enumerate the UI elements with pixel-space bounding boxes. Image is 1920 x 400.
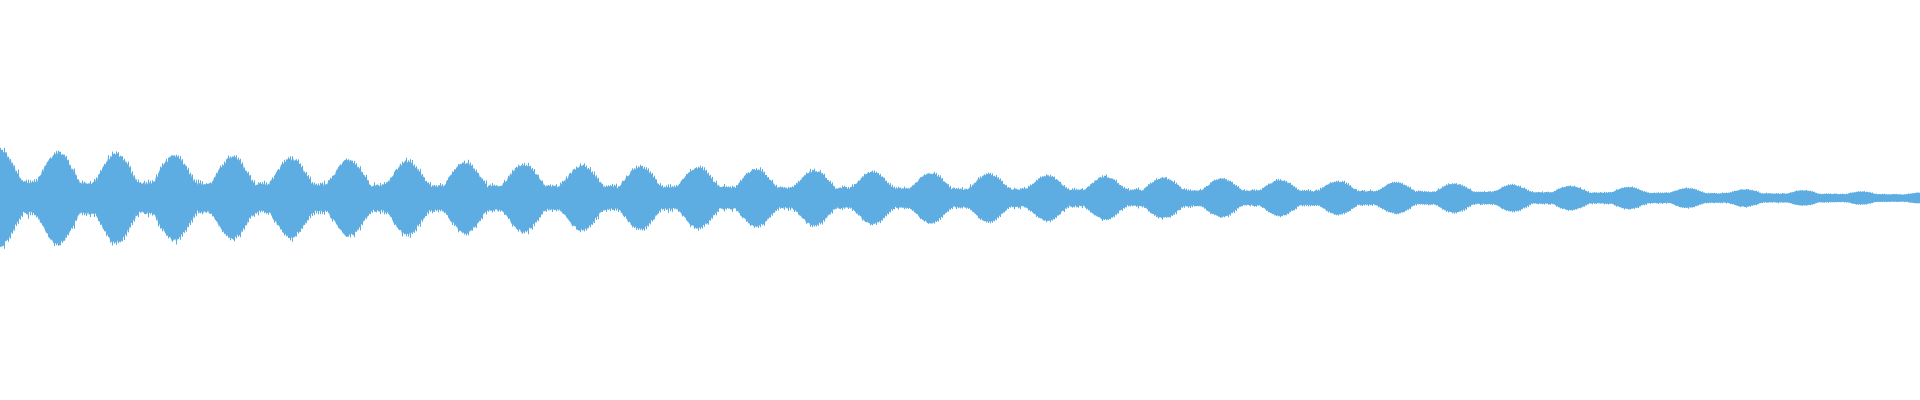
waveform-samples xyxy=(0,147,1919,249)
